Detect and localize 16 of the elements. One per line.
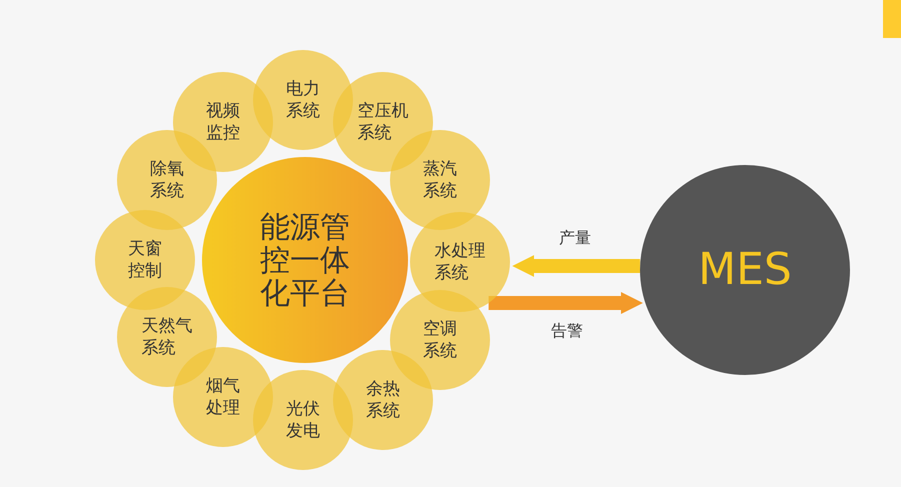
arrow	[512, 255, 640, 277]
system-label: 水处理系统	[434, 240, 486, 284]
system-label: 电力系统	[286, 78, 320, 122]
system-label: 天窗控制	[128, 238, 162, 282]
system-label: 光伏发电	[286, 398, 320, 442]
system-label: 空调系统	[423, 318, 457, 362]
system-label: 空压机系统	[358, 100, 408, 144]
arrow	[488, 292, 643, 314]
system-label: 余热系统	[366, 378, 400, 422]
system-label: 天然气系统	[142, 314, 192, 360]
system-label: 烟气处理	[206, 374, 240, 420]
system-label: 视频监控	[206, 100, 240, 144]
system-label: 除氧系统	[150, 158, 184, 202]
system-label: 能源管控一体化平台	[260, 210, 350, 310]
system-label: 蒸汽系统	[423, 158, 457, 202]
system-name: MES	[698, 243, 792, 298]
